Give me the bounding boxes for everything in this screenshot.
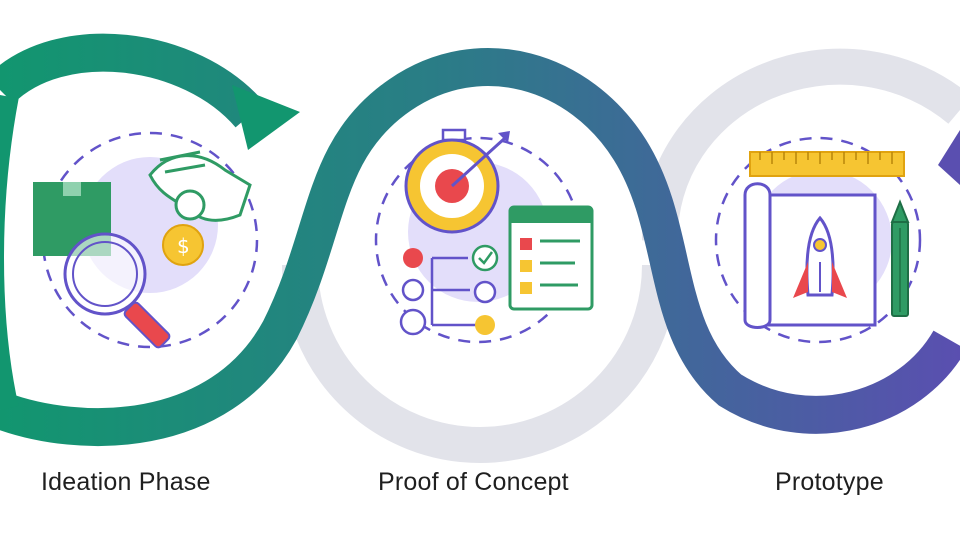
- prototype-icon-group: [714, 136, 922, 344]
- gray-ring-left: [282, 264, 678, 463]
- arrow-head-icon: [232, 85, 300, 150]
- ruler-icon: [749, 151, 905, 177]
- rocket-icon: [793, 215, 847, 298]
- stage-label-proof-of-concept: Proof of Concept: [378, 468, 569, 496]
- stopwatch-target-icon: [404, 128, 510, 234]
- checklist-icon: [508, 205, 594, 311]
- decision-tree-icon: [399, 244, 499, 336]
- process-ribbon: [0, 33, 960, 446]
- coin-icon: $: [162, 224, 204, 266]
- hand-icon: [148, 150, 252, 222]
- stage-label-ideation: Ideation Phase: [41, 468, 211, 496]
- pencil-icon: [890, 199, 910, 317]
- proof-icon-group: [374, 128, 594, 344]
- dashed-ring: [41, 131, 259, 349]
- arrow-tail-icon: [938, 130, 960, 185]
- gray-ring-right: [641, 48, 960, 241]
- svg-text:$: $: [177, 234, 190, 258]
- stage-label-prototype: Prototype: [775, 468, 884, 496]
- ideation-icon-group: $: [33, 131, 259, 349]
- magnifier-icon: [63, 232, 171, 349]
- dashed-ring: [714, 136, 922, 344]
